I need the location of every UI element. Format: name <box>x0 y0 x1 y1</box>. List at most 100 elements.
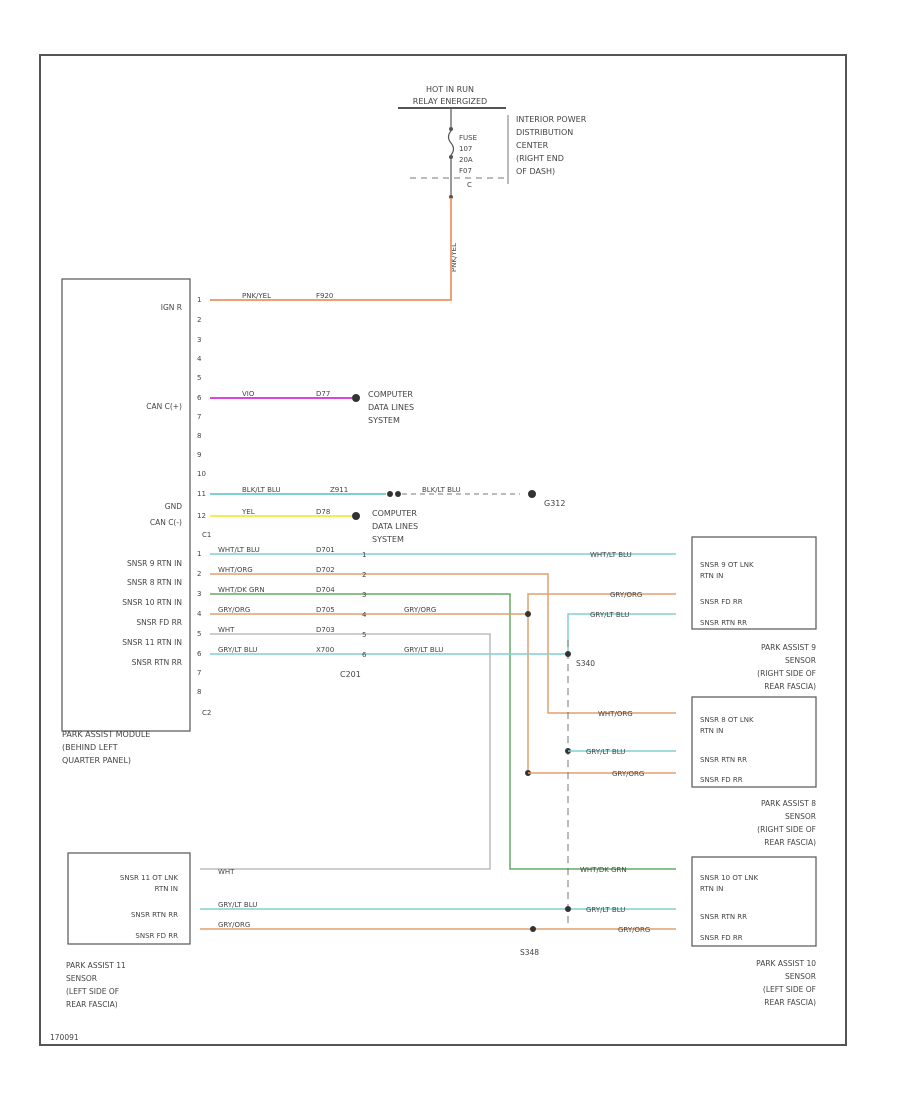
ground-ref: G312 <box>544 499 565 508</box>
wire-s8-circuit: D702 <box>316 566 335 574</box>
c1-cavity-6: 6 <box>197 394 202 402</box>
c201-out-rtn: GRY/LT BLU <box>404 646 443 654</box>
rtn-splice-1 <box>565 651 571 657</box>
wire-s11-circuit: D703 <box>316 626 335 634</box>
sensor-10-caption-4: REAR FASCIA) <box>764 998 816 1007</box>
c1-cavity-12: 12 <box>197 512 206 520</box>
c1-cavity-8: 8 <box>197 432 201 440</box>
c1-cavity-11: 11 <box>197 490 206 498</box>
wire-rtn-to-s9 <box>567 613 676 654</box>
module-pin-s10: SNSR 10 RTN IN <box>122 598 182 607</box>
module-caption-2: (BEHIND LEFT <box>62 743 118 752</box>
computer-link-1-line-3: SYSTEM <box>368 416 400 425</box>
computer-link-2-line-2: DATA LINES <box>372 522 418 531</box>
system-links: COMPUTER DATA LINES SYSTEM COMPUTER DATA… <box>368 390 565 544</box>
c1-cavity-4: 4 <box>197 355 202 363</box>
c201-pin-1: 1 <box>362 551 366 559</box>
fuse-line-2: 107 <box>459 145 472 153</box>
pdc-line-5: OF DASH) <box>516 167 555 176</box>
module-pin-sfd: SNSR FD RR <box>136 618 182 627</box>
c2-cavity-6: 6 <box>197 650 202 658</box>
wire-gnd-circuit: Z911 <box>330 486 348 494</box>
wire-s11-color: WHT <box>218 626 235 634</box>
module-pin-ign: IGN R <box>161 303 182 312</box>
module-pin-s9: SNSR 9 RTN IN <box>127 559 182 568</box>
c2-cavity-7: 7 <box>197 669 201 677</box>
gnd-splice-b <box>395 491 401 497</box>
sensor-9-pin-1: SNSR 9 OT LNK <box>700 561 754 569</box>
computer-link-1-line-1: COMPUTER <box>368 390 413 399</box>
wire-gnd-out-color: BLK/LT BLU <box>422 486 461 494</box>
sensor-10-pin-1: SNSR 10 OT LNK <box>700 874 758 882</box>
c1-label: C1 <box>202 531 211 539</box>
footer-code: 170091 <box>50 1033 79 1042</box>
sensor-9-wire-1: WHT/LT BLU <box>590 551 632 559</box>
sensor-8-pin-4: SNSR FD RR <box>700 776 743 784</box>
sensor-10-pin-4: SNSR FD RR <box>700 934 743 942</box>
module-caption-3: QUARTER PANEL) <box>62 756 131 765</box>
rtn-splice-3 <box>565 906 571 912</box>
fuse-connector-label: C <box>467 181 472 189</box>
c201-pin-5: 5 <box>362 631 366 639</box>
c1-cavity-1: 1 <box>197 296 201 304</box>
module-pin-gnd: GND <box>165 502 182 511</box>
sensor-10-wire-3: GRY/ORG <box>618 926 650 934</box>
connector-c201: 1 2 3 4 5 6 C201 GRY/ORG GRY/LT BLU <box>340 551 443 679</box>
wire-s10-circuit: D704 <box>316 586 335 594</box>
sensor-11-caption-1: PARK ASSIST 11 <box>66 961 126 970</box>
module-pin-srtn: SNSR RTN RR <box>132 658 182 667</box>
sensor-10-caption-1: PARK ASSIST 10 <box>756 959 816 968</box>
computer-link-2-line-3: SYSTEM <box>372 535 404 544</box>
sensor-8-wire-1: WHT/ORG <box>598 710 633 718</box>
module-pin-can-low: CAN C(-) <box>150 518 182 527</box>
c2-cavity-2: 2 <box>197 570 201 578</box>
module-box <box>61 278 191 732</box>
wire-s9-color: WHT/LT BLU <box>218 546 260 554</box>
sensor-8-caption-3: (RIGHT SIDE OF <box>757 825 816 834</box>
module-pin-s8: SNSR 8 RTN IN <box>127 578 182 587</box>
c2-label: C2 <box>202 709 211 717</box>
wire-s11 <box>200 633 491 870</box>
sensor-9-caption-3: (RIGHT SIDE OF <box>757 669 816 678</box>
pdc-line-4: (RIGHT END <box>516 154 564 163</box>
sensor-11-wire-3: GRY/ORG <box>218 921 250 929</box>
c1-cavity-7: 7 <box>197 413 201 421</box>
fd-splice-3 <box>530 926 536 932</box>
fd-splice-1 <box>525 611 531 617</box>
wire-s8 <box>210 573 676 714</box>
sensor-9-caption-2: SENSOR <box>785 656 816 665</box>
module-pin-s11: SNSR 11 RTN IN <box>122 638 182 647</box>
gnd-splice-a <box>387 491 393 497</box>
c2-cavity-4: 4 <box>197 610 202 618</box>
sensor-9-pin-2: RTN IN <box>700 572 723 580</box>
c201-pin-6: 6 <box>362 651 367 659</box>
sensor-11: SNSR 11 OT LNK RTN IN SNSR RTN RR SNSR F… <box>66 852 257 1009</box>
c2-cavity-8: 8 <box>197 688 201 696</box>
diagram-border <box>39 54 847 1046</box>
wire-sfd-circuit: D705 <box>316 606 335 614</box>
sensor-9-caption-1: PARK ASSIST 9 <box>761 643 816 652</box>
c1-cavity-10: 10 <box>197 470 206 478</box>
wire-canh-color: VIO <box>242 390 255 398</box>
wire-labels: PNK/YEL F920 VIO D77 BLK/LT BLU Z911 BLK… <box>218 292 461 654</box>
c201-out-fd: GRY/ORG <box>404 606 436 614</box>
wire-fd-to-s9 <box>527 593 676 614</box>
park-assist-module: IGN R CAN C(+) GND CAN C(-) SNSR 9 RTN I… <box>61 278 211 765</box>
sensor-11-wire-2: GRY/LT BLU <box>218 901 257 909</box>
sensor-9: SNSR 9 OT LNK RTN IN SNSR FD RR SNSR RTN… <box>590 536 817 691</box>
wire-s9-circuit: D701 <box>316 546 335 554</box>
sensor-8-pin-2: RTN IN <box>700 727 723 735</box>
sensor-8-pin-3: SNSR RTN RR <box>700 756 747 764</box>
wires <box>200 198 676 932</box>
wire-srtn-color: GRY/LT BLU <box>218 646 257 654</box>
sensor-10-wire-2: GRY/LT BLU <box>586 906 625 914</box>
computer-link-1-line-2: DATA LINES <box>368 403 414 412</box>
sensor-11-pin-4: SNSR FD RR <box>135 932 178 940</box>
pdc-line-1: INTERIOR POWER <box>516 115 587 124</box>
sensor-10-box <box>691 856 817 947</box>
sensor-11-caption-3: (LEFT SIDE OF <box>66 987 119 996</box>
c1-cavity-5: 5 <box>197 374 201 382</box>
sensor-11-pin-1: SNSR 11 OT LNK <box>120 874 178 882</box>
module-caption-1: PARK ASSIST MODULE <box>62 730 150 739</box>
